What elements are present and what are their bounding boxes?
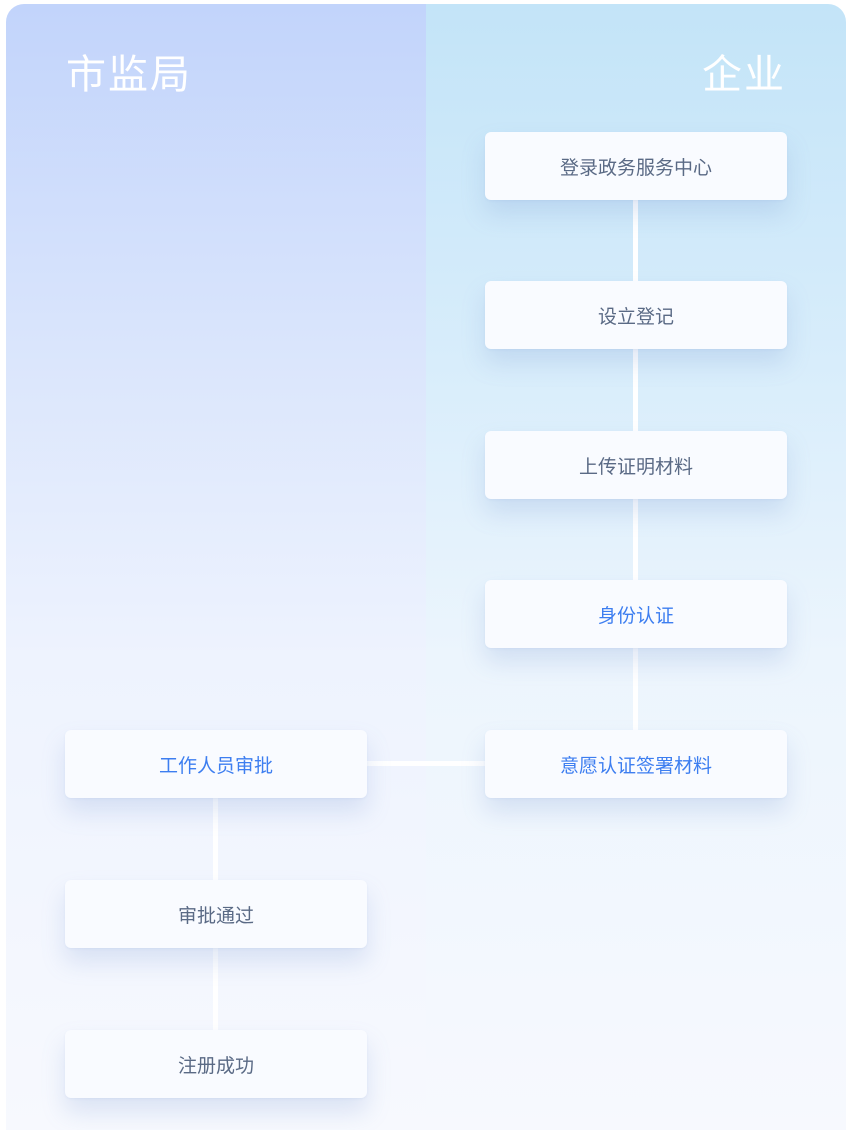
connector-line bbox=[366, 761, 487, 766]
step-label: 上传证明材料 bbox=[578, 455, 693, 478]
step-identity-verification: 身份认证 bbox=[485, 580, 787, 648]
connector-line bbox=[633, 348, 638, 434]
step-login-service-center: 登录政务服务中心 bbox=[485, 132, 787, 200]
lane-title-right: 企业 bbox=[702, 52, 786, 98]
step-label: 工作人员审批 bbox=[158, 754, 273, 777]
step-staff-review: 工作人员审批 bbox=[65, 730, 367, 798]
step-label: 意愿认证签署材料 bbox=[559, 754, 712, 777]
step-registration-success: 注册成功 bbox=[65, 1030, 367, 1098]
step-intent-verification-sign: 意愿认证签署材料 bbox=[485, 730, 787, 798]
step-label: 注册成功 bbox=[177, 1054, 254, 1077]
step-label: 设立登记 bbox=[597, 305, 674, 328]
connector-line bbox=[213, 797, 218, 884]
step-establish-registration: 设立登记 bbox=[485, 281, 787, 349]
connector-line bbox=[633, 199, 638, 285]
step-label: 身份认证 bbox=[597, 604, 674, 627]
connector-line bbox=[213, 947, 218, 1034]
lane-title-left: 市监局 bbox=[66, 52, 192, 98]
flowchart: 市监局 企业 登录政务服务中心 设立登记 上传证明材料 身份认证 意愿认证签署材… bbox=[6, 4, 846, 1130]
step-label: 审批通过 bbox=[177, 904, 254, 927]
step-review-approved: 审批通过 bbox=[65, 880, 367, 948]
connector-line bbox=[633, 498, 638, 584]
step-upload-documents: 上传证明材料 bbox=[485, 431, 787, 499]
step-label: 登录政务服务中心 bbox=[559, 156, 712, 179]
connector-line bbox=[633, 647, 638, 734]
